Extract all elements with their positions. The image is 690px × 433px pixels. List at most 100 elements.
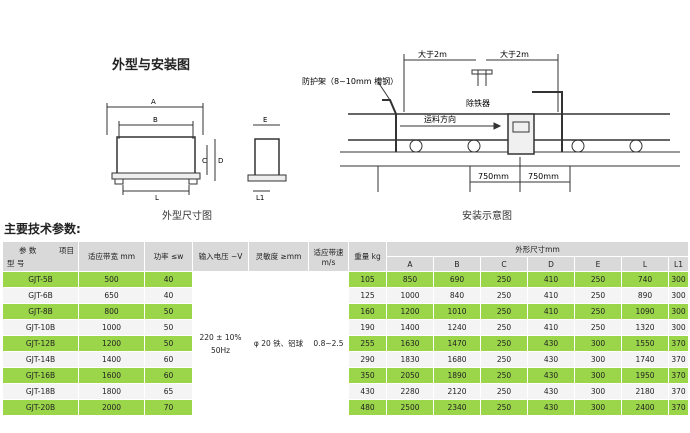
section-title: 主要技术参数: xyxy=(4,222,81,236)
cell-belt: 650 xyxy=(78,287,145,304)
header-dimensions: 外形尺寸mm xyxy=(385,241,690,257)
cell-belt: 1600 xyxy=(78,367,145,384)
cell-power: 70 xyxy=(144,399,193,416)
cell-model: GJT-8B xyxy=(2,303,79,320)
cell-power: 50 xyxy=(144,319,193,336)
cell-dim-a: 1830 xyxy=(386,351,434,368)
cell-dim-l1: 300 xyxy=(667,271,690,288)
cell-dim-b: 1890 xyxy=(433,367,481,384)
cell-dim-l1: 370 xyxy=(667,335,690,352)
cell-dim-b: 840 xyxy=(433,287,481,304)
cell-dim-l1: 370 xyxy=(667,383,690,400)
outline-caption: 外型尺寸图 xyxy=(162,211,212,222)
cell-dim-a: 1630 xyxy=(386,335,434,352)
cell-dim-l1: 370 xyxy=(667,367,690,384)
cell-belt: 1200 xyxy=(78,335,145,352)
cell-dim-a: 2280 xyxy=(386,383,434,400)
header-item: 项目 xyxy=(59,245,74,255)
distance-750-right: 750mm xyxy=(528,172,559,181)
cell-belt: 2000 xyxy=(78,399,145,416)
cell-dim-l: 890 xyxy=(621,287,669,304)
cell-dim-d: 430 xyxy=(527,383,575,400)
header-dim-e: E xyxy=(574,256,622,272)
cell-dim-b: 1240 xyxy=(433,319,481,336)
cell-model: GJT-18B xyxy=(2,383,79,400)
cell-weight: 105 xyxy=(348,271,387,288)
cell-dim-e: 300 xyxy=(574,351,622,368)
cell-dim-d: 430 xyxy=(527,335,575,352)
cell-weight: 160 xyxy=(348,303,387,320)
header-dim-b: B xyxy=(433,256,481,272)
cell-belt: 1400 xyxy=(78,351,145,368)
cell-dim-c: 250 xyxy=(480,271,528,288)
cell-dim-a: 850 xyxy=(386,271,434,288)
cell-dim-l: 1090 xyxy=(621,303,669,320)
header-dim-a: A xyxy=(386,256,434,272)
cell-model: GJT-14B xyxy=(2,351,79,368)
cell-model: GJT-12B xyxy=(2,335,79,352)
cell-dim-l: 2400 xyxy=(621,399,669,416)
cell-dim-l: 1740 xyxy=(621,351,669,368)
distance-label-left: 大于2m xyxy=(418,49,447,59)
cell-weight: 480 xyxy=(348,399,387,416)
cell-model: GJT-20B xyxy=(2,399,79,416)
cell-weight: 125 xyxy=(348,287,387,304)
cell-dim-c: 250 xyxy=(480,335,528,352)
header-sensitivity: 灵敏度 ≥mm xyxy=(248,241,309,272)
cell-belt: 800 xyxy=(78,303,145,320)
distance-label-right: 大于2m xyxy=(500,49,529,59)
cell-power: 40 xyxy=(144,287,193,304)
dim-c-label: C xyxy=(202,157,207,165)
cell-dim-c: 250 xyxy=(480,303,528,320)
cell-dim-b: 2120 xyxy=(433,383,481,400)
cell-dim-c: 250 xyxy=(480,319,528,336)
cell-dim-c: 250 xyxy=(480,383,528,400)
cell-dim-d: 410 xyxy=(527,271,575,288)
cell-dim-d: 410 xyxy=(527,287,575,304)
cell-dim-d: 430 xyxy=(527,351,575,368)
cell-dim-l1: 300 xyxy=(667,319,690,336)
cell-power: 50 xyxy=(144,303,193,320)
cell-dim-e: 300 xyxy=(574,367,622,384)
cell-dim-l: 2180 xyxy=(621,383,669,400)
distance-750-left: 750mm xyxy=(478,172,509,181)
cell-dim-e: 300 xyxy=(574,335,622,352)
cell-sensitivity: φ 20 铁、铝球 xyxy=(248,271,309,416)
dim-b-label: B xyxy=(153,116,158,124)
spec-table: 参 数 项目 型 号 适应带宽 mm 功率 ≤w 输入电压 ~V 灵敏度 ≥mm… xyxy=(2,241,690,416)
cell-dim-l1: 300 xyxy=(667,303,690,320)
cell-dim-l: 1320 xyxy=(621,319,669,336)
cell-model: GJT-5B xyxy=(2,271,79,288)
header-voltage: 输入电压 ~V xyxy=(192,241,249,272)
header-speed: 适应带速 m/s xyxy=(308,241,349,272)
cell-power: 65 xyxy=(144,383,193,400)
cell-dim-b: 2340 xyxy=(433,399,481,416)
cell-belt: 500 xyxy=(78,271,145,288)
cell-dim-l: 1550 xyxy=(621,335,669,352)
outline-dimension-drawing: A B C D L E L1 xyxy=(106,98,287,202)
cell-power: 40 xyxy=(144,271,193,288)
cell-dim-e: 300 xyxy=(574,399,622,416)
cell-weight: 190 xyxy=(348,319,387,336)
cell-dim-a: 2050 xyxy=(386,367,434,384)
cell-dim-d: 430 xyxy=(527,367,575,384)
cell-weight: 255 xyxy=(348,335,387,352)
cell-weight: 350 xyxy=(348,367,387,384)
remover-label: 除铁器 xyxy=(466,98,490,108)
header-param: 参 数 xyxy=(19,245,37,255)
page-heading: 外型与安装图 xyxy=(112,58,191,73)
cell-weight: 430 xyxy=(348,383,387,400)
cell-dim-d: 410 xyxy=(527,319,575,336)
header-weight: 重量 kg xyxy=(348,241,387,272)
dim-l1-label: L1 xyxy=(256,194,264,202)
cell-weight: 290 xyxy=(348,351,387,368)
cell-model: GJT-6B xyxy=(2,287,79,304)
header-dim-l1: L1 xyxy=(667,256,690,272)
cell-dim-a: 1400 xyxy=(386,319,434,336)
